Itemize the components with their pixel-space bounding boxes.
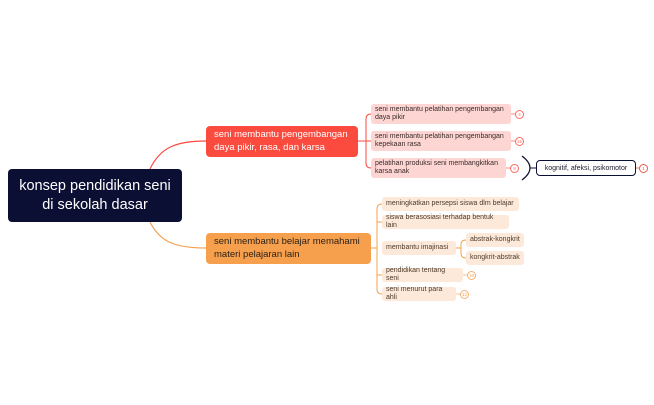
- subtopic-kongkrit-abstrak[interactable]: kongkrit-abstrak: [466, 251, 524, 265]
- collapse-count-badge[interactable]: 8: [510, 164, 519, 173]
- collapse-count-badge[interactable]: 4: [515, 110, 524, 119]
- badge-count: 15: [516, 139, 522, 144]
- subtopic-abstrak-kongkrit[interactable]: abstrak-kongkrit: [466, 233, 524, 247]
- root-topic[interactable]: konsep pendidikan seni di sekolah dasar: [8, 169, 182, 222]
- subtopic-membantu-imajinasi[interactable]: membantu imajinasi: [382, 241, 456, 255]
- subtopic-daya-pikir[interactable]: seni membantu pelatihan pengembangan day…: [371, 104, 511, 124]
- subtopic-label: seni membantu pelatihan pengembangan kep…: [375, 132, 504, 149]
- subtopic-seni-menurut-para-ahli[interactable]: seni menurut para ahli: [382, 285, 456, 302]
- root-topic-label: konsep pendidikan seni di sekolah dasar: [19, 177, 171, 213]
- subtopic-karsa-anak[interactable]: pelatihan produksi seni membangkitkan ka…: [371, 158, 506, 178]
- subtopic-label: siswa berasosiasi terhadap bentuk lain: [386, 213, 494, 230]
- subtopic-label: pelatihan produksi seni membangkitkan ka…: [375, 159, 498, 176]
- subtopic-label: seni membantu pelatihan pengembangan day…: [375, 105, 504, 122]
- badge-count: 12: [461, 292, 467, 297]
- branch-topic-label: seni membantu pengembangan daya pikir, r…: [214, 129, 348, 153]
- badge-count: 8: [513, 166, 516, 171]
- subtopic-pendidikan-tentang-seni[interactable]: pendidikan tentang seni: [382, 266, 463, 283]
- summary-label: kognitif, afeksi, psikomotor: [544, 164, 628, 172]
- badge-count: 10: [468, 273, 474, 278]
- subtopic-label: kongkrit-abstrak: [470, 253, 520, 261]
- subtopic-berasosiasi[interactable]: siswa berasosiasi terhadap bentuk lain: [382, 213, 509, 230]
- collapse-count-badge[interactable]: 10: [467, 271, 476, 280]
- subtopic-label: membantu imajinasi: [386, 243, 449, 251]
- subtopic-label: seni menurut para ahli: [386, 285, 443, 302]
- subtopic-persepsi-siswa[interactable]: meningkatkan persepsi siswa dlm belajar: [382, 197, 519, 211]
- branch-topic-materi-pelajaran[interactable]: seni membantu belajar memahami materi pe…: [206, 233, 371, 264]
- summary-topic[interactable]: kognitif, afeksi, psikomotor: [536, 160, 636, 176]
- subtopic-label: pendidikan tentang seni: [386, 266, 446, 283]
- subtopic-label: meningkatkan persepsi siswa dlm belajar: [386, 199, 514, 207]
- collapse-count-badge[interactable]: 1: [639, 164, 648, 173]
- subtopic-kepekaan-rasa[interactable]: seni membantu pelatihan pengembangan kep…: [371, 131, 511, 151]
- branch-topic-daya-pikir[interactable]: seni membantu pengembangan daya pikir, r…: [206, 126, 358, 157]
- badge-count: 4: [518, 112, 521, 117]
- branch-topic-label: seni membantu belajar memahami materi pe…: [214, 236, 360, 260]
- collapse-count-badge[interactable]: 12: [460, 290, 469, 299]
- subtopic-label: abstrak-kongkrit: [470, 235, 520, 243]
- badge-count: 1: [642, 166, 645, 171]
- collapse-count-badge[interactable]: 15: [515, 137, 524, 146]
